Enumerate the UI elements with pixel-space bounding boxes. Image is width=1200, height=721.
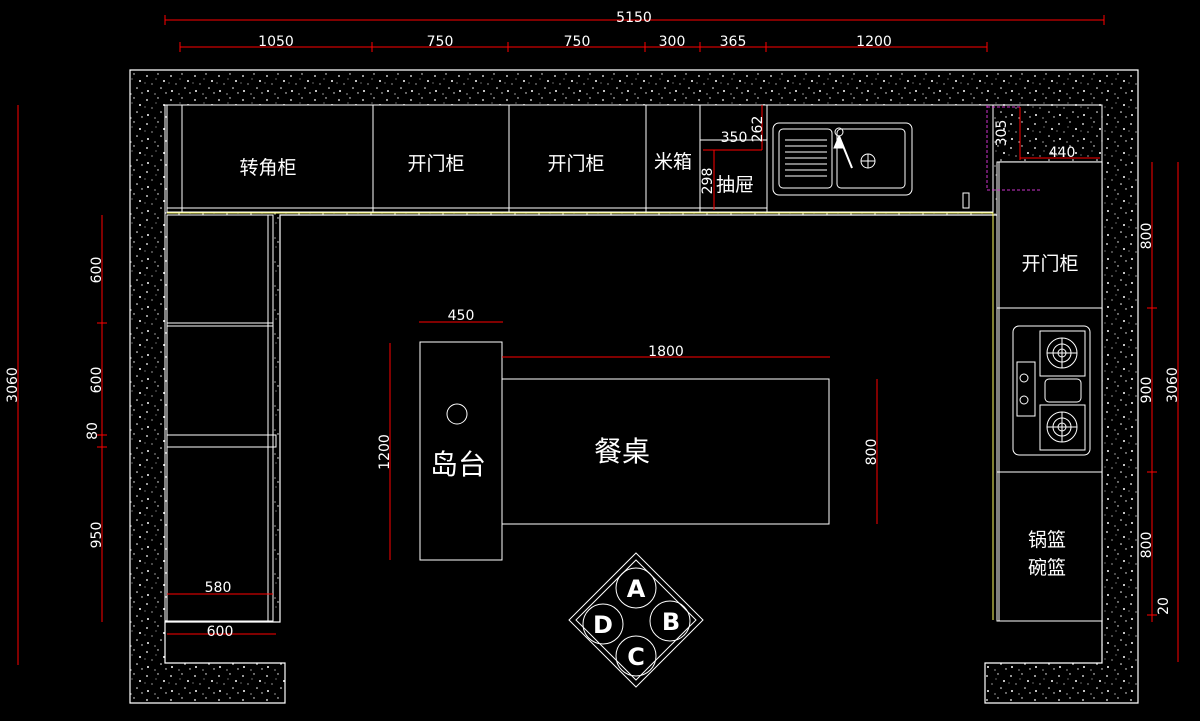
dim-sink-h1: 262 <box>750 116 766 143</box>
dim-right-4: 20 <box>1156 597 1172 615</box>
orientation-symbol <box>568 552 704 688</box>
dining-table <box>501 378 830 525</box>
dim-left-2: 600 <box>89 367 105 394</box>
label-door-cabinet-1: 开门柜 <box>407 153 464 175</box>
orientation-label-b: B <box>662 608 680 636</box>
dim-table-h: 800 <box>864 439 880 466</box>
orientation-label-d: D <box>593 611 613 639</box>
label-island: 岛台 <box>430 448 486 481</box>
dim-island-w: 450 <box>448 308 475 324</box>
dim-right-2: 900 <box>1139 377 1155 404</box>
sink-icon <box>772 122 913 196</box>
island-sink-icon <box>446 403 468 425</box>
label-drawer: 抽屉 <box>716 174 754 196</box>
dim-left-bottom-2: 600 <box>207 624 234 640</box>
label-pot-basket: 锅篮 <box>1028 529 1066 551</box>
dim-island-h: 1200 <box>377 434 393 470</box>
label-corner-cabinet: 转角柜 <box>239 157 296 179</box>
dim-right-total: 3060 <box>1165 367 1181 403</box>
top-cabinet-run <box>166 104 768 213</box>
label-door-cabinet-2: 开门柜 <box>547 153 604 175</box>
dim-seg-6: 1200 <box>856 34 892 50</box>
right-cabinet-run <box>996 161 1103 622</box>
dim-sink-w: 350 <box>721 130 748 146</box>
orientation-label-a: A <box>627 575 646 603</box>
stove-icon <box>1012 325 1091 456</box>
dim-right-3: 800 <box>1139 532 1155 559</box>
dim-left-3: 80 <box>85 422 101 440</box>
dim-seg-2: 750 <box>427 34 454 50</box>
label-rice-box: 米箱 <box>654 151 692 173</box>
dim-seg-3: 750 <box>564 34 591 50</box>
dim-left-total: 3060 <box>5 367 21 403</box>
left-cabinet-run <box>166 214 274 622</box>
dim-seg-1: 1050 <box>258 34 294 50</box>
orientation-label-c: C <box>627 643 645 671</box>
dim-left-1: 600 <box>89 257 105 284</box>
corner-marker <box>986 105 1040 191</box>
island <box>419 341 503 561</box>
label-dining-table: 餐桌 <box>594 435 650 468</box>
dim-left-4: 950 <box>89 522 105 549</box>
dim-seg-4: 300 <box>659 34 686 50</box>
counter-edge <box>167 212 994 620</box>
dim-right-top: 440 <box>1049 145 1076 161</box>
dim-table-w: 1800 <box>648 344 684 360</box>
dim-total-width: 5150 <box>616 10 652 26</box>
label-bowl-basket: 碗篮 <box>1028 557 1066 579</box>
dim-seg-5: 365 <box>720 34 747 50</box>
dim-right-1: 800 <box>1139 223 1155 250</box>
dim-corner: 305 <box>994 120 1010 147</box>
label-door-cabinet-right: 开门柜 <box>1021 253 1078 275</box>
dim-sink-h2: 298 <box>700 168 716 195</box>
dim-left-bottom-1: 580 <box>205 580 232 596</box>
